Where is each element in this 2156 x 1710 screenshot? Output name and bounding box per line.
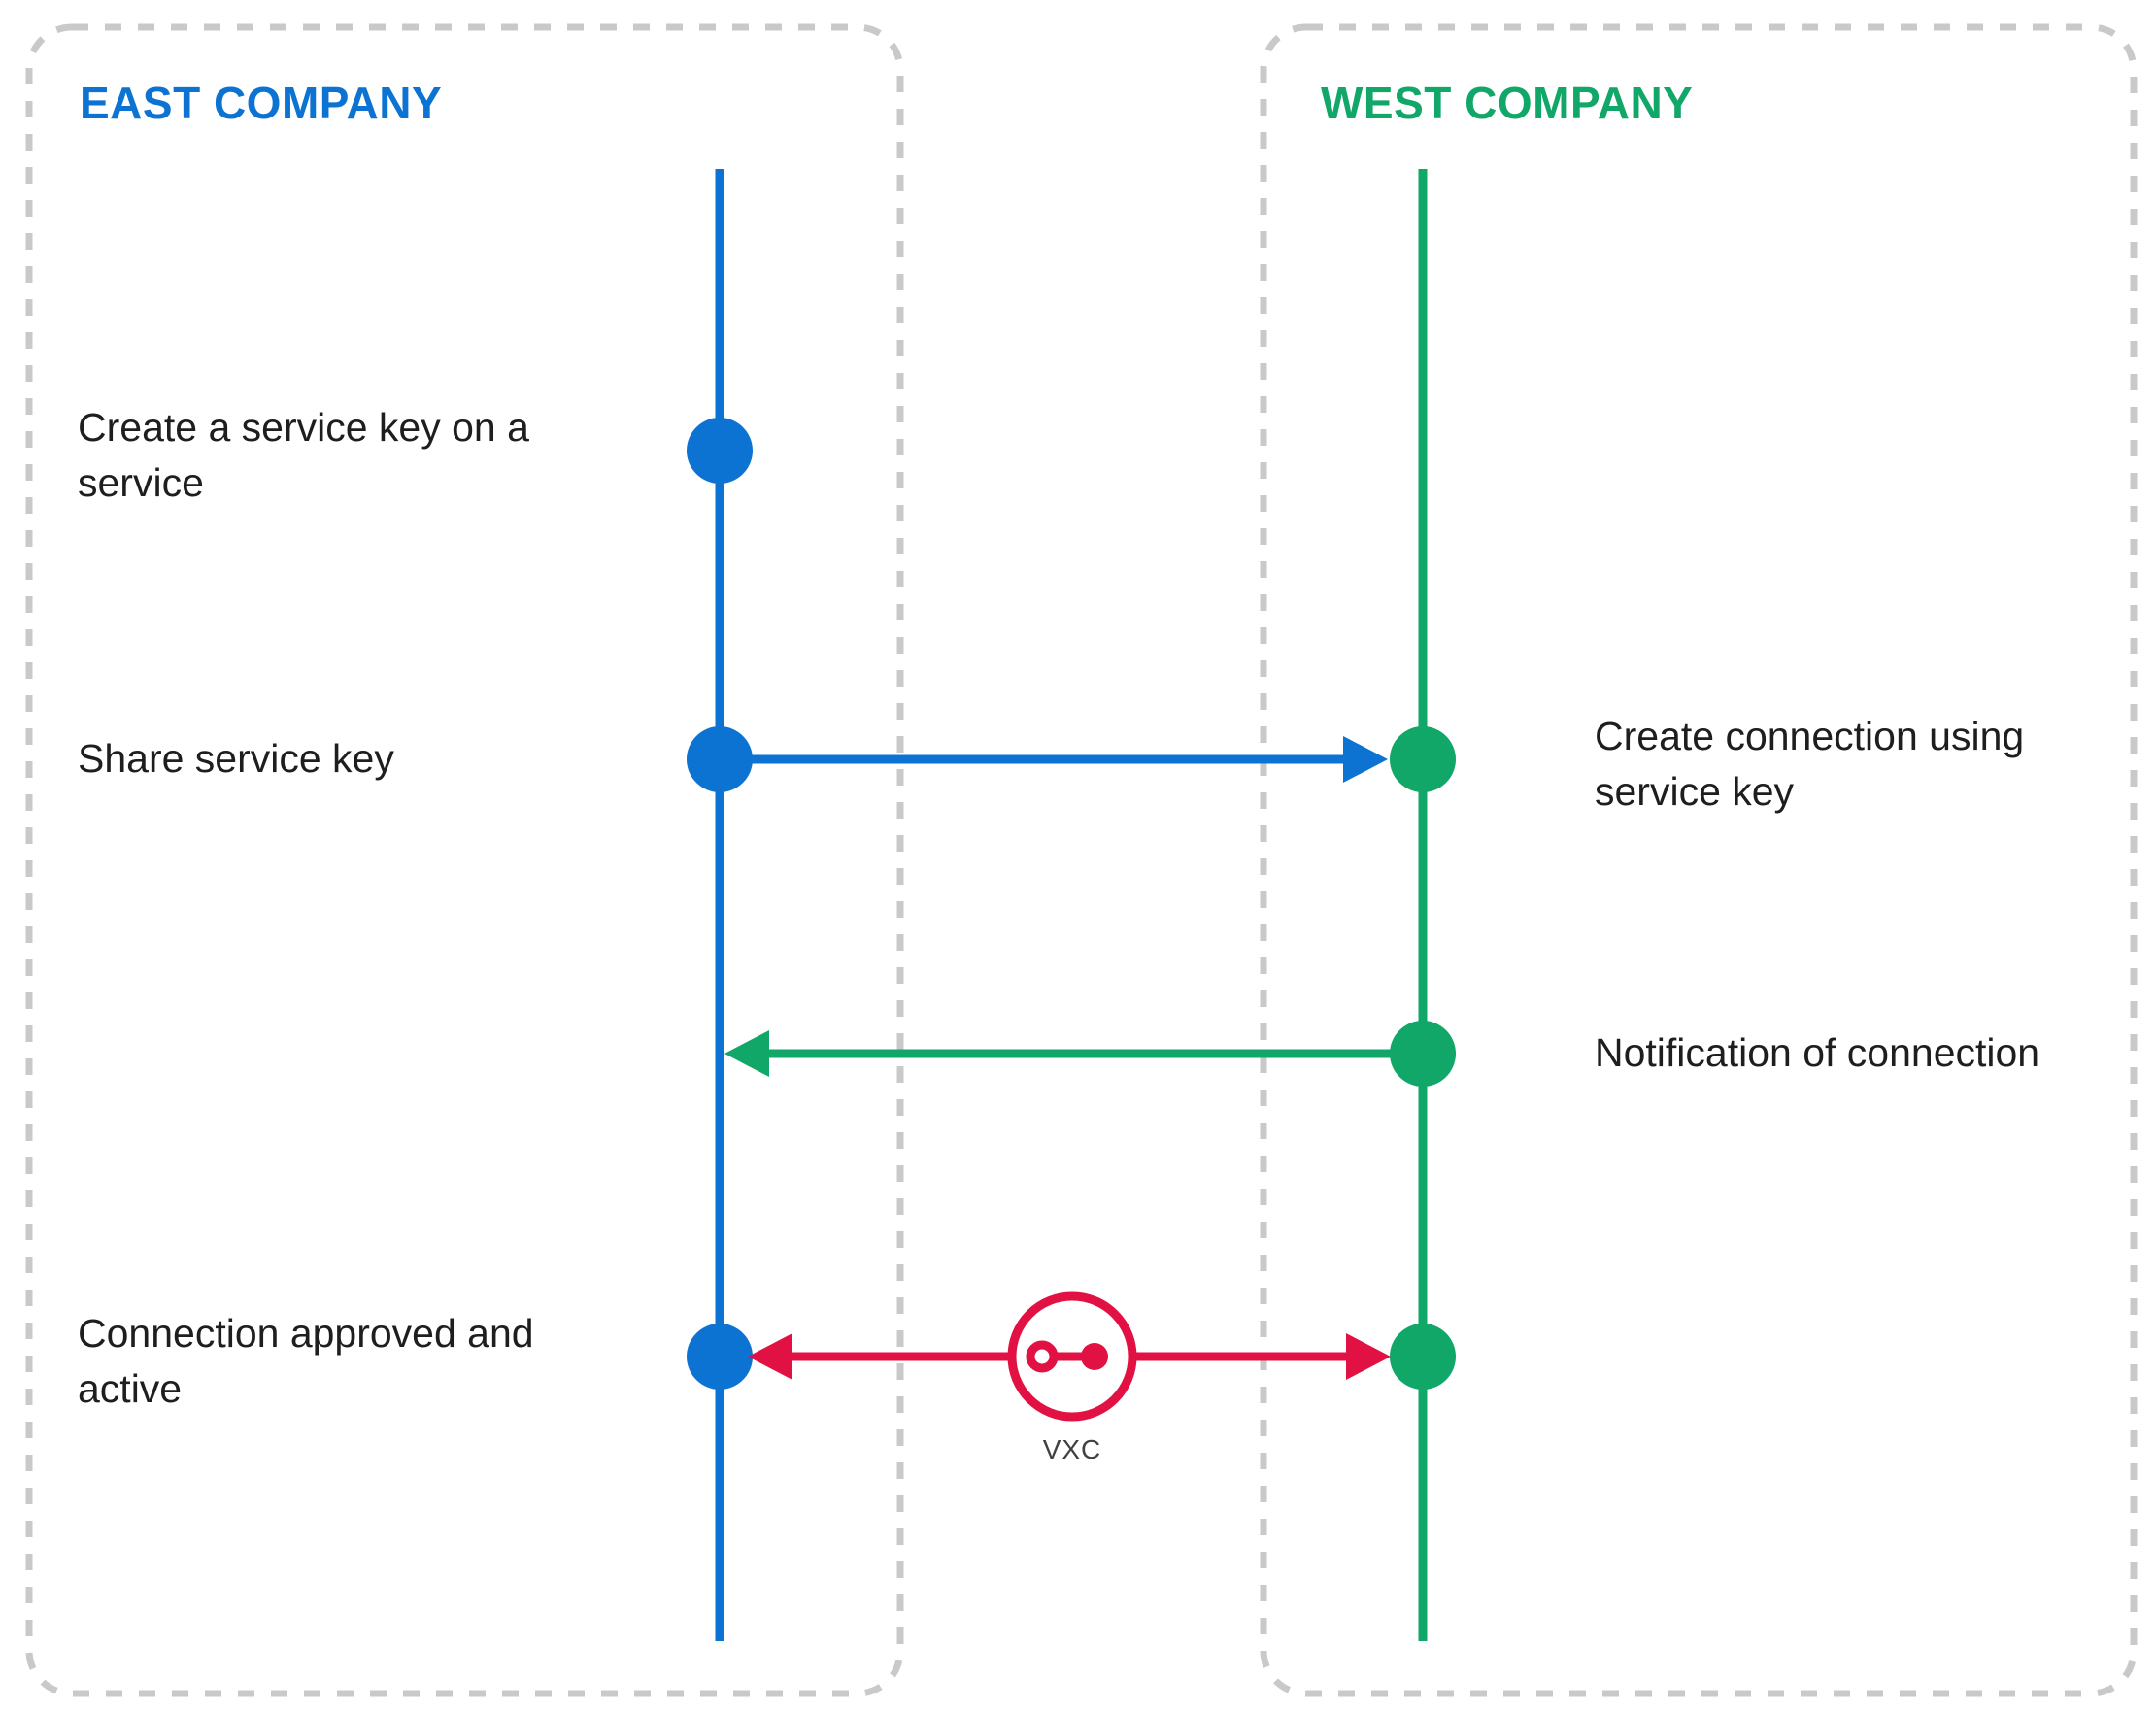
vxc-icon-ring [1026, 1340, 1059, 1373]
event-dot-create-connection [1390, 726, 1456, 792]
vxc-arrow-head-right [1346, 1333, 1391, 1380]
share-key-arrow-head [1343, 736, 1388, 783]
event-dot-create-service-key [687, 418, 753, 484]
vxc-icon-plug-dot [1081, 1343, 1108, 1370]
west-company-panel-border [1260, 23, 2138, 1697]
event-dot-approved-east [687, 1324, 753, 1390]
label-connection-approved: Connection approved and active [78, 1311, 534, 1411]
event-dot-approved-west [1390, 1324, 1456, 1390]
vxc-arrow-head-left [748, 1333, 792, 1380]
vxc-caption: VXC [1042, 1434, 1102, 1464]
label-share-service-key: Share service key [78, 736, 394, 781]
west-company-title: WEST COMPANY [1321, 78, 1694, 128]
east-company-panel-border [25, 23, 904, 1697]
notification-arrow-head [724, 1030, 769, 1077]
east-company-title: EAST COMPANY [80, 78, 443, 128]
label-notification-of-connection: Notification of connection [1595, 1030, 2040, 1075]
label-create-connection: Create connection using service key [1595, 714, 2025, 814]
label-create-service-key: Create a service key on a service [78, 405, 529, 505]
vxc-icon [1007, 1291, 1137, 1422]
